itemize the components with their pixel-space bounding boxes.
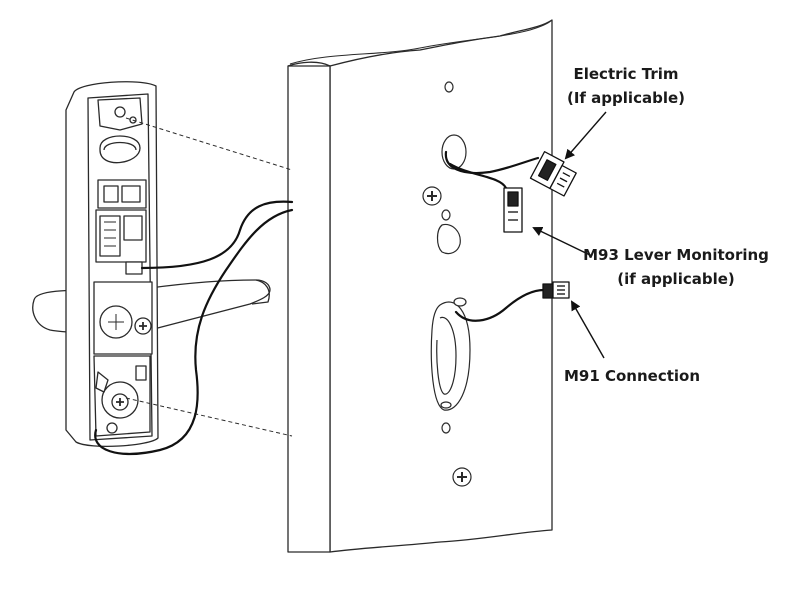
electric-trim-connector: [529, 151, 577, 197]
mid-small-hole: [441, 209, 451, 221]
upper-screw-icon: [422, 186, 442, 206]
lower-small-hole: [441, 422, 451, 434]
arrow-electric-trim: [564, 111, 607, 160]
door-edge-top: [287, 61, 331, 67]
trim-connector: [125, 261, 143, 275]
callout-m91-connection: M91 Connection: [554, 364, 710, 388]
wire-bore-to-trim: [444, 150, 540, 175]
door-top-wave: [289, 19, 553, 65]
m93-connector: [503, 187, 523, 233]
hub-screw-icon: [134, 317, 152, 335]
wire-trim-loop: [94, 208, 294, 455]
mortise-slot-bottom: [440, 401, 452, 409]
wire-bore-to-m93: [448, 162, 508, 190]
lower-screw-icon: [452, 467, 472, 487]
arrow-m93: [532, 226, 593, 257]
arrow-m91: [571, 300, 605, 359]
top-plate-hole: [114, 106, 126, 118]
alignment-line-bottom: [125, 397, 293, 437]
lower-mortise-opening: [430, 301, 471, 411]
bottom-mount-hole: [106, 422, 118, 434]
cylinder-ring: [99, 135, 141, 164]
door: [287, 19, 553, 553]
door-top-hole: [444, 81, 454, 93]
mortise-slot-top: [453, 297, 467, 307]
lock-trim: [32, 81, 271, 448]
callout-electric-trim: Electric Trim (If applicable): [556, 62, 696, 110]
m93-note: (if applicable): [617, 270, 735, 288]
wire-trim-upper: [140, 200, 294, 270]
callout-m93-lever-monitoring: M93 Lever Monitoring (if applicable): [556, 243, 796, 291]
m91-label: M91 Connection: [563, 367, 701, 385]
door-face-hardware: [422, 81, 472, 487]
electric-trim-label: Electric Trim: [573, 65, 679, 83]
lever-tip: [251, 279, 270, 305]
m91-connector: [542, 281, 570, 299]
callout-arrows: [532, 111, 607, 359]
connectors: [503, 151, 577, 299]
wire-mortise-to-m91: [454, 288, 546, 322]
latch-cutout: [436, 223, 461, 255]
wires: [94, 150, 546, 455]
door-edge: [287, 65, 331, 553]
alignment-lines: [125, 117, 293, 437]
mortise-inner: [436, 316, 457, 395]
electric-trim-note: (If applicable): [567, 89, 685, 107]
alignment-line-top: [125, 117, 293, 171]
door-face: [329, 19, 553, 553]
lower-spindle-screw-icon: [111, 393, 129, 411]
m93-label: M93 Lever Monitoring: [583, 246, 769, 264]
